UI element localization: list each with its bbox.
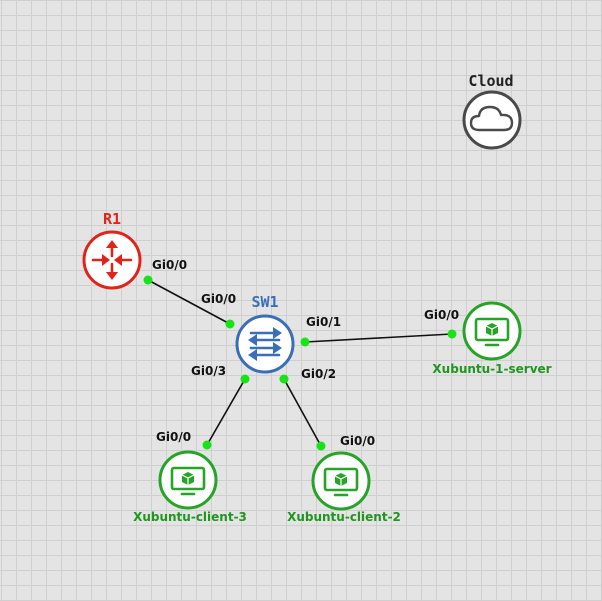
- node-label-server: Xubuntu-1-server: [432, 362, 552, 376]
- port-dot-server-gi0-0: [447, 329, 457, 339]
- port-label-client2-gi0-0: Gi0/0: [340, 434, 376, 448]
- switch-icon: [248, 327, 282, 361]
- node-label-cloud: Cloud: [468, 72, 514, 90]
- port-dot-sw1-gi0-2: [279, 374, 289, 384]
- monitor-icon: [474, 317, 510, 347]
- node-server[interactable]: [462, 301, 522, 361]
- port-label-sw1-gi0-0: Gi0/0: [201, 292, 237, 306]
- port-label-r1-gi0-0: Gi0/0: [152, 258, 188, 272]
- port-label-sw1-gi0-3: Gi0/3: [191, 364, 227, 378]
- node-label-client2: Xubuntu-client-2: [287, 510, 401, 524]
- monitor-icon: [170, 466, 206, 496]
- port-dot-r1-gi0-0: [143, 275, 153, 285]
- link-sw1-client3[interactable]: [206, 378, 246, 446]
- node-sw1[interactable]: [235, 314, 295, 374]
- node-label-r1: R1: [102, 210, 122, 228]
- node-cloud[interactable]: [462, 90, 522, 150]
- monitor-icon: [323, 467, 359, 497]
- port-label-client3-gi0-0: Gi0/0: [156, 430, 192, 444]
- node-label-sw1: SW1: [251, 293, 279, 311]
- port-dot-sw1-gi0-0: [225, 319, 235, 329]
- node-client2[interactable]: [311, 451, 371, 511]
- port-dot-sw1-gi0-3: [240, 374, 250, 384]
- node-label-client3: Xubuntu-client-3: [133, 510, 247, 524]
- router-icon: [91, 240, 133, 280]
- port-label-sw1-gi0-1: Gi0/1: [306, 315, 342, 329]
- link-r1-sw1[interactable]: [147, 279, 231, 325]
- link-sw1-server[interactable]: [304, 333, 453, 343]
- node-client3[interactable]: [158, 450, 218, 510]
- port-dot-sw1-gi0-1: [300, 337, 310, 347]
- port-label-sw1-gi0-2: Gi0/2: [301, 367, 337, 381]
- port-dot-client3-gi0-0: [202, 440, 212, 450]
- port-label-server-gi0-0: Gi0/0: [424, 308, 460, 322]
- cloud-icon: [469, 105, 514, 132]
- node-r1[interactable]: [82, 230, 142, 290]
- link-sw1-client2[interactable]: [283, 378, 322, 447]
- port-dot-client2-gi0-0: [316, 441, 326, 451]
